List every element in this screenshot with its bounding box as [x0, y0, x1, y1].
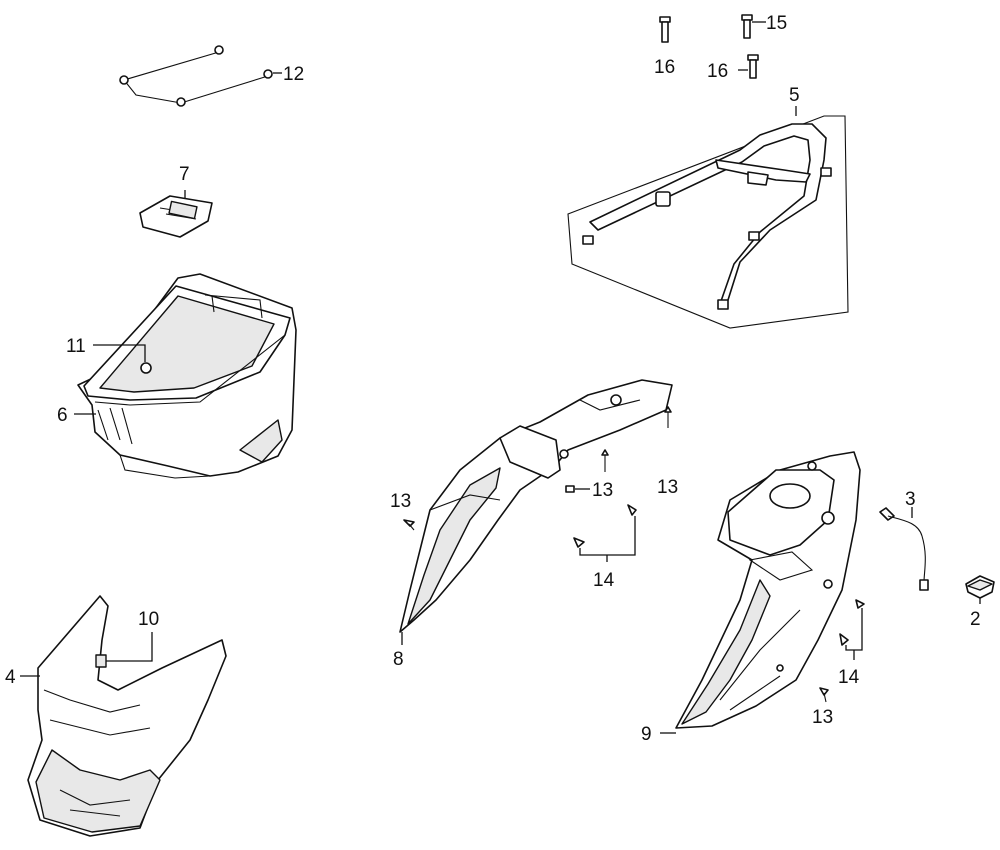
callout-13-b: 13: [592, 480, 613, 501]
part-12-screw-set: [119, 45, 282, 107]
callout-14-center: 14: [593, 570, 615, 591]
part-5-rear-carrier: [567, 106, 849, 329]
part-2-clip: [965, 575, 995, 604]
callout-6: 6: [57, 405, 68, 426]
callout-12: 12: [283, 64, 304, 85]
callout-5: 5: [789, 85, 800, 106]
screw-13-b: [565, 449, 609, 493]
callout-14-right: 14: [838, 667, 860, 688]
callout-13-c: 13: [657, 477, 678, 498]
screw-13-a: [403, 519, 415, 531]
callout-4: 4: [5, 667, 16, 688]
screw-13-d: [819, 687, 829, 703]
part-6-storage-box: [74, 273, 297, 479]
callout-10: 10: [138, 609, 159, 630]
part-3-cable: [879, 507, 929, 591]
callout-15: 15: [766, 13, 787, 34]
callout-16-left: 16: [654, 57, 675, 78]
leader-10: [106, 632, 153, 662]
clips-14-center: [573, 504, 637, 562]
part-4-inner-cover: [20, 595, 227, 837]
callout-8: 8: [393, 649, 404, 670]
part-8-center-cover: [399, 379, 673, 645]
screw-16-left: [659, 16, 671, 43]
callout-13-d: 13: [812, 707, 833, 728]
clips-14-right: [839, 599, 865, 660]
part-9-side-cover: [660, 451, 861, 734]
screw-15: [741, 14, 766, 39]
callout-3: 3: [905, 489, 916, 510]
leader-11: [93, 344, 146, 362]
part-7-lid: [139, 190, 213, 238]
screw-16-right: [738, 54, 759, 79]
callout-13-a: 13: [390, 491, 411, 512]
callout-11: 11: [66, 336, 86, 357]
callout-16-right: 16: [707, 61, 728, 82]
callout-9: 9: [641, 724, 652, 745]
callout-7: 7: [179, 164, 190, 185]
callout-2: 2: [970, 609, 981, 630]
screw-13-c: [664, 406, 672, 428]
